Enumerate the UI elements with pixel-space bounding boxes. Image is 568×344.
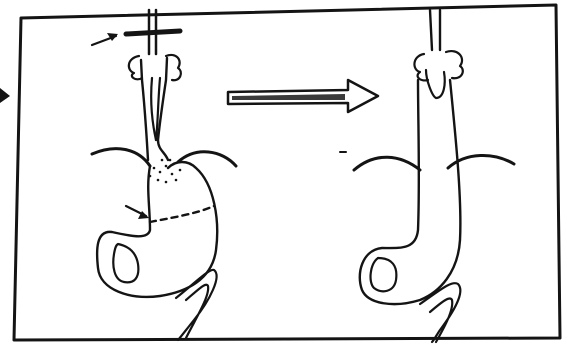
- diaphragm-curve: [92, 149, 236, 166]
- after-panel: [340, 10, 514, 342]
- cervical-anastomosis: [129, 55, 181, 80]
- pointer-arrow-icon: [92, 33, 118, 45]
- anastomosis: [414, 51, 462, 98]
- pointer-arrow-icon: [126, 206, 149, 219]
- pyloric-loop: [113, 244, 138, 282]
- cervical-esophagus: [430, 10, 440, 50]
- duodenum: [420, 283, 460, 342]
- resection-line: [150, 206, 214, 222]
- stomach: [97, 162, 217, 297]
- duodenum: [176, 270, 217, 340]
- gastric-tube: [360, 80, 461, 304]
- before-panel: [92, 10, 236, 340]
- esophagus: [141, 58, 168, 160]
- diaphragm-curve: [354, 155, 514, 170]
- edge-arrow-icon: [0, 88, 10, 103]
- transition-arrow-icon: [228, 80, 378, 112]
- figure-frame: [14, 5, 560, 340]
